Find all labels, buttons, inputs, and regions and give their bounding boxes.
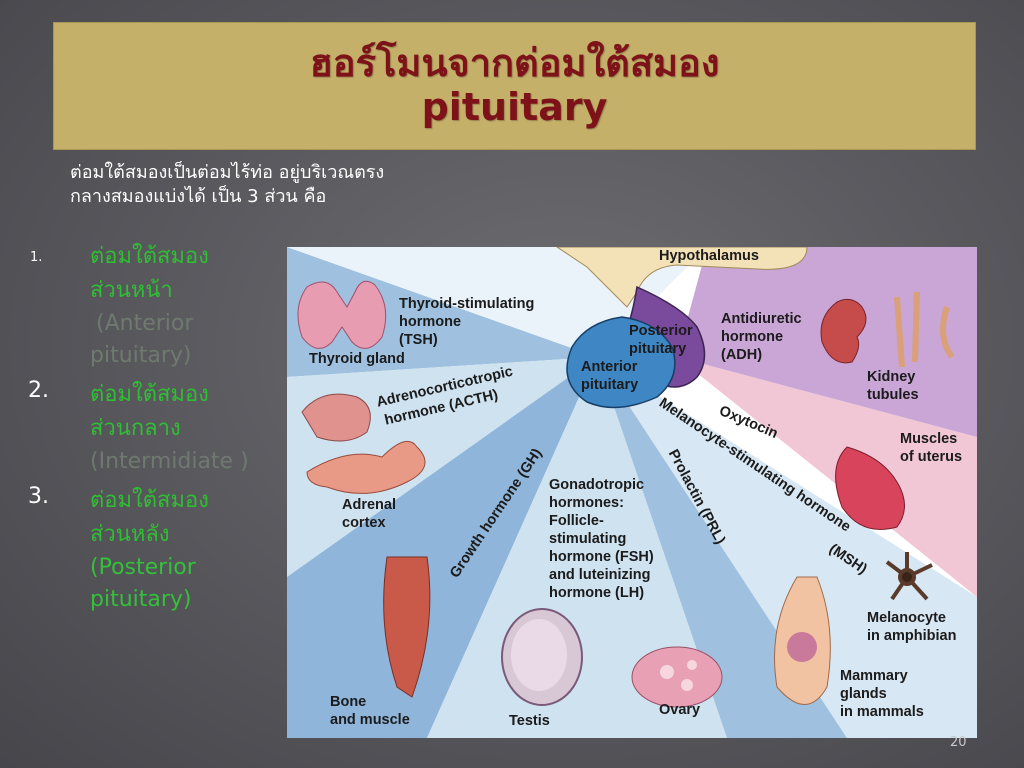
label-gonadotropic-4: stimulating bbox=[549, 531, 627, 547]
list-number: 1. bbox=[30, 250, 43, 265]
list-item-english-2: pituitary) bbox=[90, 587, 192, 612]
label-adh-2: hormone bbox=[721, 329, 784, 345]
list-item-posterior: 3. ต่อมใต้สมอง ส่วนหลัง (Posterior pitui… bbox=[20, 484, 282, 616]
slide-number: 20 bbox=[950, 735, 967, 750]
label-gonadotropic-1: Gonadotropic bbox=[549, 477, 645, 493]
label-posterior-pituitary-2: pituitary bbox=[629, 341, 687, 357]
ray-msh bbox=[597, 357, 977, 738]
list-item-english-2: pituitary) bbox=[90, 343, 192, 368]
diagram-artwork bbox=[287, 247, 977, 738]
ray-gh bbox=[287, 357, 597, 738]
label-gonadotropic-3: Follicle- bbox=[549, 513, 604, 529]
label-kidney-1: Kidney bbox=[867, 369, 916, 385]
list-item-thai-1: ต่อมใต้สมอง bbox=[90, 382, 209, 407]
label-testis: Testis bbox=[509, 713, 550, 729]
pituitary-hormone-diagram: Hypothalamus Posterior pituitary Anterio… bbox=[287, 247, 977, 738]
kidney-illustration bbox=[820, 298, 867, 364]
label-uterus-1: Muscles bbox=[900, 431, 958, 447]
label-melanocyte-1: Melanocyte bbox=[867, 610, 946, 626]
label-mammary-2: glands bbox=[840, 686, 887, 702]
label-tsh-3: (TSH) bbox=[399, 332, 438, 348]
label-tsh-1: Thyroid-stimulating bbox=[399, 296, 535, 312]
label-adh-1: Antidiuretic bbox=[721, 311, 802, 327]
label-gonadotropic-6: and luteinizing bbox=[549, 567, 651, 583]
label-mammary-3: in mammals bbox=[840, 704, 924, 720]
label-adh-3: (ADH) bbox=[721, 347, 763, 363]
list-item-thai-2: ส่วนกลาง bbox=[90, 416, 181, 441]
muscle-illustration bbox=[383, 556, 431, 698]
label-anterior-pituitary-1: Anterior bbox=[581, 359, 638, 375]
anterior-pituitary-shape bbox=[566, 316, 676, 409]
melanocyte-illustration bbox=[885, 552, 933, 601]
ovary-illustration bbox=[631, 646, 723, 708]
hypothalamus-shape bbox=[556, 247, 808, 308]
slide-title-english: pituitary bbox=[421, 85, 608, 129]
label-bone-1: Bone bbox=[330, 694, 367, 710]
list-item-english-1: (Anterior bbox=[96, 311, 194, 336]
label-bone-2: and muscle bbox=[330, 712, 410, 728]
label-tsh-2: hormone bbox=[399, 314, 462, 330]
label-mammary-1: Mammary bbox=[840, 668, 908, 684]
adrenal-illustration bbox=[301, 393, 371, 442]
label-thyroid-gland: Thyroid gland bbox=[309, 351, 405, 367]
slide-title-thai: ฮอร์โมนจากต่อมใต้สมอง bbox=[309, 41, 720, 86]
list-item-thai-2: ส่วนหลัง bbox=[90, 522, 170, 547]
thyroid-illustration bbox=[297, 280, 387, 349]
tubules-illustration bbox=[894, 291, 955, 368]
list-item-intermediate: 2. ต่อมใต้สมอง ส่วนกลาง (Intermidiate ) bbox=[20, 378, 282, 478]
list-number: 3. bbox=[28, 484, 49, 509]
intro-text: ต่อมใต้สมองเป็นต่อมไร้ท่อ อยู่บริเวณตรง … bbox=[70, 161, 530, 209]
list-item-thai-1: ต่อมใต้สมอง bbox=[90, 244, 209, 269]
label-melanocyte-2: in amphibian bbox=[867, 628, 957, 644]
label-gonadotropic-2: hormones: bbox=[549, 495, 624, 511]
list-item-thai-1: ต่อมใต้สมอง bbox=[90, 488, 209, 513]
pituitary-parts-list: 1. ต่อมใต้สมอง ส่วนหน้า (Anterior pituit… bbox=[20, 240, 282, 622]
adrenal-cortex-illustration bbox=[306, 440, 426, 494]
title-banner: ฮอร์โมนจากต่อมใต้สมอง pituitary bbox=[53, 22, 976, 150]
label-gonadotropic-5: hormone (FSH) bbox=[549, 549, 654, 565]
label-kidney-2: tubules bbox=[867, 387, 919, 403]
label-ovary: Ovary bbox=[659, 702, 701, 718]
list-item-english-1: (Intermidiate ) bbox=[90, 449, 249, 474]
label-posterior-pituitary-1: Posterior bbox=[629, 323, 693, 339]
label-adrenal-1: Adrenal bbox=[342, 497, 396, 513]
ray-gonad bbox=[427, 357, 727, 738]
intro-line-1: ต่อมใต้สมองเป็นต่อมไร้ท่อ อยู่บริเวณตรง bbox=[70, 162, 385, 183]
intro-line-2: กลางสมองแบ่งได้ เป็น 3 ส่วน คือ bbox=[70, 186, 327, 207]
list-number: 2. bbox=[28, 378, 49, 403]
list-item-thai-2: ส่วนหน้า bbox=[90, 278, 173, 303]
label-hypothalamus: Hypothalamus bbox=[659, 248, 759, 264]
label-gonadotropic-7: hormone (LH) bbox=[549, 585, 645, 601]
uterus-illustration bbox=[835, 446, 905, 530]
list-item-english-1: (Posterior bbox=[90, 555, 196, 580]
label-anterior-pituitary-2: pituitary bbox=[581, 377, 639, 393]
label-uterus-2: of uterus bbox=[900, 449, 963, 465]
list-item-anterior: 1. ต่อมใต้สมอง ส่วนหน้า (Anterior pituit… bbox=[20, 240, 282, 372]
label-adrenal-2: cortex bbox=[342, 515, 386, 531]
